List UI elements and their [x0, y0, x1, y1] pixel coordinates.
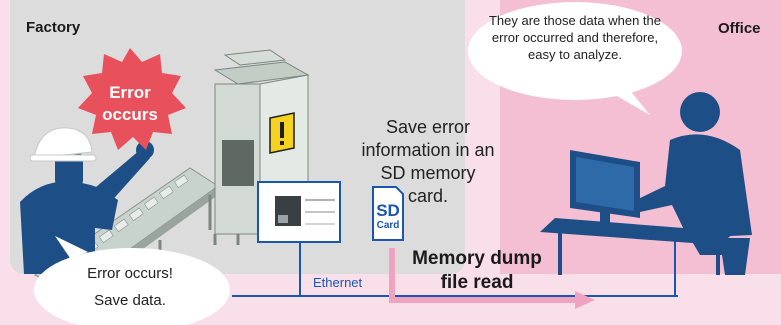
sd-card-label: SD Card	[373, 201, 403, 233]
ethernet-label: Ethernet	[313, 275, 363, 290]
computer-monitor-icon	[570, 150, 640, 224]
error-burst-line2: occurs	[102, 105, 158, 124]
factory-speech-bubble	[34, 236, 230, 325]
office-speech-bubble	[468, 2, 682, 115]
memory-dump-arrow	[389, 248, 595, 309]
error-burst-line1: Error	[109, 83, 151, 102]
sd-card-bottom: Card	[376, 220, 400, 231]
factory-label: Factory	[26, 19, 81, 36]
memory-dump-line1: Memory dump	[412, 248, 542, 269]
hard-hat	[29, 127, 97, 162]
warning-icon	[269, 112, 295, 154]
factory-bubble-text: Error occurs! Save data.	[60, 260, 200, 314]
factory-bubble-line2: Save data.	[94, 292, 166, 309]
error-burst-text: Error occurs	[90, 82, 170, 126]
memory-dump-line2: file read	[440, 272, 514, 293]
error-burst	[78, 48, 186, 150]
plc-controller	[257, 181, 341, 243]
office-worker	[636, 92, 752, 275]
sd-card-top: SD	[376, 201, 400, 220]
factory-worker	[20, 141, 154, 274]
office-bubble-text: They are those data when the error occur…	[488, 13, 661, 62]
sd-card-icon	[372, 186, 404, 241]
factory-bubble-line1: Error occurs!	[87, 265, 173, 282]
save-error-text: Save error information in an SD memory c…	[361, 117, 495, 206]
office-label: Office	[718, 20, 761, 37]
memory-dump-label: Memory dump file read	[402, 247, 552, 295]
